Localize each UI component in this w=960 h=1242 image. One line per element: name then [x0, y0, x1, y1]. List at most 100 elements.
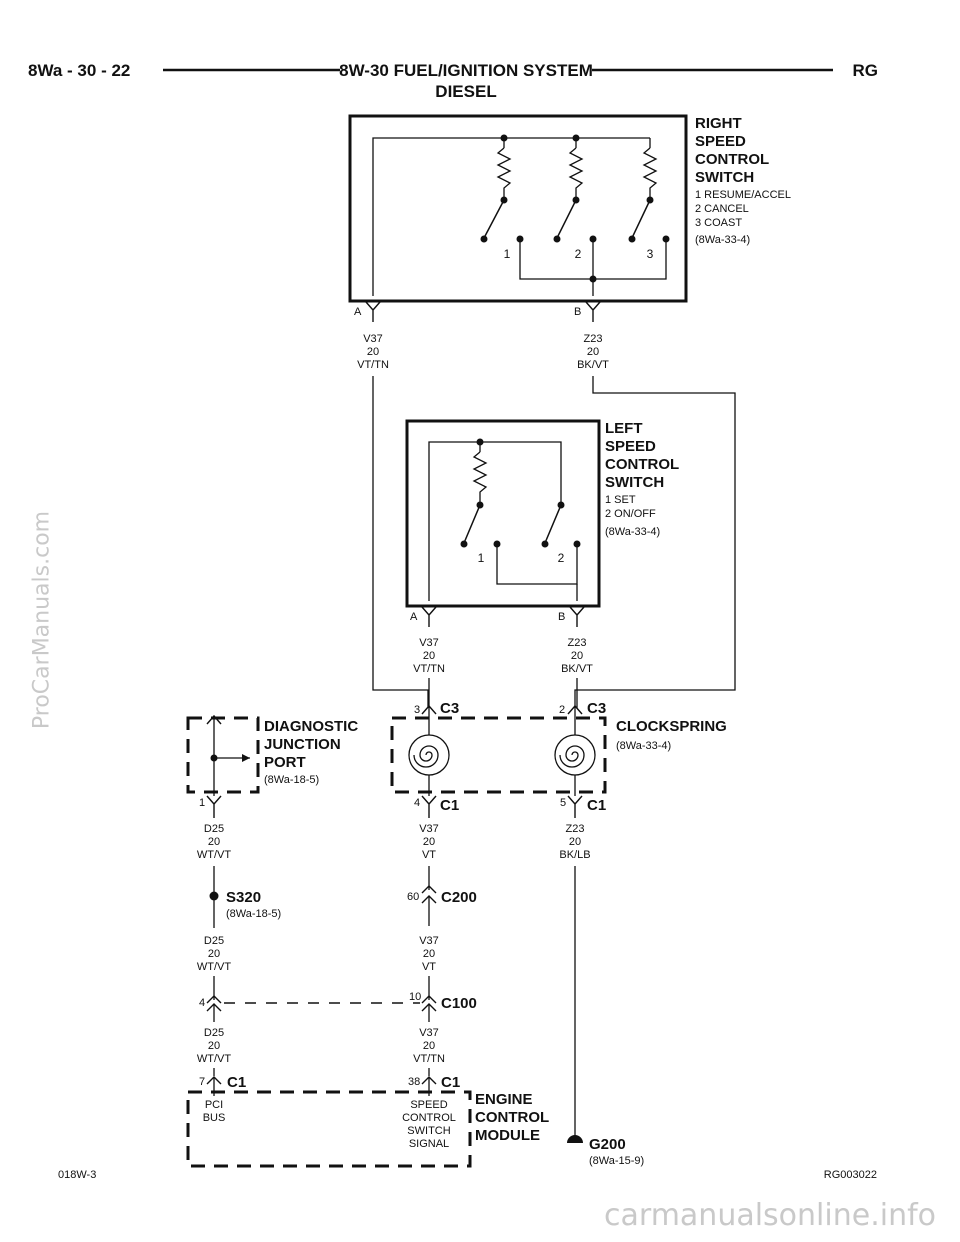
left-switch-title-1: LEFT: [605, 420, 643, 437]
splice-wire-color: WT/VT: [197, 961, 231, 973]
left-contact-label-1: 1: [478, 551, 485, 565]
c200-wire-color: VT: [422, 961, 436, 973]
ground-ref: (8Wa-15-9): [589, 1155, 644, 1167]
clockspring-coil-left-icon: [408, 724, 450, 796]
djp-wire-code: D25: [204, 823, 224, 835]
left-switch-box: [405, 419, 601, 608]
djp-wire-color: WT/VT: [197, 849, 231, 861]
header-subtitle: DIESEL: [435, 82, 496, 101]
right-switch-legend-2: 2 CANCEL: [695, 203, 749, 215]
ecm-right-func-4: SIGNAL: [409, 1138, 449, 1150]
clockspring-c1-left: C1: [440, 797, 459, 814]
djp-pin-connector-icon: [206, 795, 222, 818]
ecm-right-func-1: SPEED: [410, 1099, 447, 1111]
header-page-ref: 8Wa - 30 - 22: [28, 61, 130, 80]
resistor-1-icon: [496, 147, 512, 200]
right-switch-title-2: SPEED: [695, 133, 746, 150]
djp-arrow-icon: [242, 754, 250, 762]
left-switch-title-2: SPEED: [605, 438, 656, 455]
clockspring-top-pin-right: 2: [559, 704, 565, 716]
left-switch-blade-1-icon: [463, 504, 481, 544]
left-wire-a-code: V37: [419, 637, 439, 649]
djp-title-1: DIAGNOSTIC: [264, 718, 358, 735]
clockspring-bottom-pin-left: 4: [414, 797, 420, 809]
c100-wire-left-color: WT/VT: [197, 1053, 231, 1065]
clockspring-top-pin-left: 3: [414, 704, 420, 716]
clockspring: 3 C3 2 C3 4 C1 5 C1 CLOCKSPRING (8Wa-33-…: [390, 700, 727, 861]
right-speed-control-switch: 1 2 3 A B RIGHT SPEED CONTROL SWITCH 1 R…: [348, 114, 791, 371]
c1-right-connector-icon: [567, 795, 583, 818]
ecm-left-func-2: BUS: [203, 1112, 226, 1124]
ecm-pin-right: 38: [408, 1076, 420, 1088]
c100-wire-left-gauge: 20: [208, 1040, 220, 1052]
ecm-right-func-3: SWITCH: [407, 1125, 450, 1137]
pin-a-connector-icon: [365, 301, 381, 322]
ecm-left-func-1: PCI: [205, 1099, 223, 1111]
right-switch-legend-3: 3 COAST: [695, 217, 742, 229]
clockspring-wire-right-gauge: 20: [569, 836, 581, 848]
footer-right: RG003022: [824, 1169, 877, 1181]
clockspring-coil-right-icon: [554, 724, 596, 796]
switch-blade-3-icon: [631, 199, 651, 239]
ecm-conn-right: C1: [441, 1074, 460, 1091]
c200-wire-code: V37: [419, 935, 439, 947]
ecm-title-1: ENGINE: [475, 1091, 533, 1108]
clockspring-ref: (8Wa-33-4): [616, 740, 671, 752]
left-switch-legend-2: 2 ON/OFF: [605, 508, 656, 520]
ecm-right-func-2: CONTROL: [402, 1112, 456, 1124]
left-switch-legend-1: 1 SET: [605, 494, 636, 506]
left-resistor-icon: [472, 451, 488, 505]
left-speed-control-switch: 1 2 A B LEFT SPEED CONTROL SWITCH 1 SET …: [405, 419, 679, 675]
djp-title-2: JUNCTION: [264, 736, 341, 753]
right-switch-legend-1: 1 RESUME/ACCEL: [695, 189, 791, 201]
clockspring-wire-left-code: V37: [419, 823, 439, 835]
left-wire-b-gauge: 20: [571, 650, 583, 662]
c100-connector: 4 10 C100 D25 20 WT/VT V37 20 VT/TN: [197, 991, 477, 1065]
c100-name: C100: [441, 995, 477, 1012]
c100-wire-right-code: V37: [419, 1027, 439, 1039]
header-title: 8W-30 FUEL/IGNITION SYSTEM: [339, 61, 593, 80]
engine-control-module: 7 C1 38 C1 PCI BUS SPEED CONTROL SWITCH …: [186, 1074, 549, 1168]
c100-pin-right: 10: [409, 991, 421, 1003]
clockspring-wire-right-color: BK/LB: [559, 849, 590, 861]
contact-label-2: 2: [575, 247, 582, 261]
wire-z23-right-run: [574, 376, 736, 708]
left-switch-blade-2-icon: [544, 504, 562, 544]
splice-name: S320: [226, 889, 261, 906]
left-pin-b-connector-icon: [569, 606, 585, 627]
left-wire-b-code: Z23: [568, 637, 587, 649]
left-pin-b: B: [558, 611, 565, 623]
right-switch-title-3: CONTROL: [695, 151, 769, 168]
djp-box: [186, 716, 260, 794]
switch-blade-1-icon: [483, 199, 505, 239]
splice-wire-gauge: 20: [208, 948, 220, 960]
side-watermark-text: ProCarManuals.com: [29, 510, 55, 730]
left-contact-label-2: 2: [558, 551, 565, 565]
djp-ref: (8Wa-18-5): [264, 774, 319, 786]
resistor-2-icon: [568, 147, 584, 200]
wire-v37-gauge: 20: [367, 346, 379, 358]
right-pin-a: A: [354, 306, 362, 318]
djp-title-3: PORT: [264, 754, 306, 771]
wire-v37-right-run: [372, 376, 429, 708]
diagnostic-junction-port: 1 DIAGNOSTIC JUNCTION PORT (8Wa-18-5) D2…: [186, 714, 358, 861]
right-switch-ref: (8Wa-33-4): [695, 234, 750, 246]
c200-wire-gauge: 20: [423, 948, 435, 960]
left-switch-title-3: CONTROL: [605, 456, 679, 473]
right-switch-title-4: SWITCH: [695, 169, 754, 186]
left-wire-b-color: BK/VT: [561, 663, 593, 675]
djp-pin: 1: [199, 797, 205, 809]
ecm-box: [186, 1090, 472, 1168]
c1-left-connector-icon: [421, 795, 437, 818]
right-pin-b: B: [574, 306, 581, 318]
clockspring-c3-left: C3: [440, 700, 459, 717]
clockspring-wire-left-gauge: 20: [423, 836, 435, 848]
side-watermark: ProCarManuals.com: [30, 511, 55, 729]
splice-wire-code: D25: [204, 935, 224, 947]
footer-left: 018W-3: [58, 1169, 96, 1181]
clockspring-wire-right-code: Z23: [566, 823, 585, 835]
ecm-pin-left: 7: [199, 1076, 205, 1088]
bottom-watermark-text: carmanualsonline.info: [604, 1198, 936, 1233]
left-wire-a-gauge: 20: [423, 650, 435, 662]
